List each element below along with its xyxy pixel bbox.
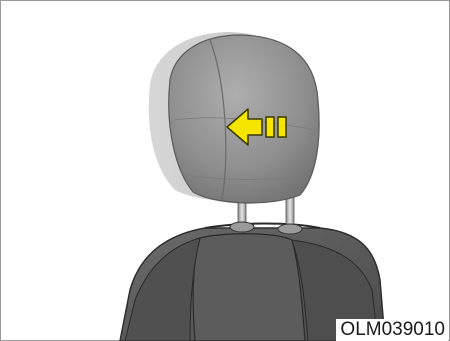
reference-code-label: OLM039010 xyxy=(336,319,448,341)
seatback-center-panel xyxy=(193,234,305,341)
